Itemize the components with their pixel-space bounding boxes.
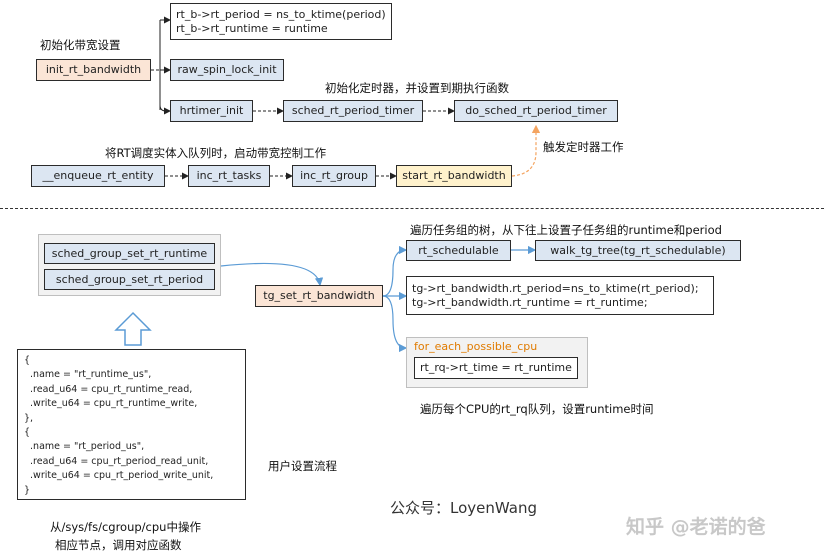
for-each-possible-cpu-label: for_each_possible_cpu bbox=[414, 340, 538, 353]
label-init-timer: 初始化定时器，并设置到期执行函数 bbox=[325, 81, 509, 95]
bottom-connectors bbox=[220, 245, 537, 353]
rt-b-runtime-line: rt_b->rt_runtime = runtime bbox=[176, 21, 328, 35]
raw-spin-lock-init-box: raw_spin_lock_init bbox=[170, 59, 284, 81]
label-cgroup-line1: 从/sys/fs/cgroup/cpu中操作 bbox=[50, 520, 201, 534]
do-sched-rt-period-timer-box: do_sched_rt_period_timer bbox=[454, 100, 618, 122]
init-rt-bandwidth-box: init_rt_bandwidth bbox=[36, 59, 151, 81]
tg-period-line: tg->rt_bandwidth.rt_period=ns_to_ktime(r… bbox=[412, 281, 699, 295]
enqueue-rt-entity-box: __enqueue_rt_entity bbox=[31, 165, 165, 187]
label-enqueue: 将RT调度实体入队列时，启动带宽控制工作 bbox=[105, 146, 327, 160]
up-arrow bbox=[114, 311, 152, 346]
label-cpu-rq: 遍历每个CPU的rt_rq队列，设置runtime时间 bbox=[420, 402, 654, 416]
rt-schedulable-box: rt_schedulable bbox=[406, 240, 511, 261]
label-cgroup-line2: 相应节点，调用对应函数 bbox=[55, 538, 182, 552]
top-connectors bbox=[151, 16, 455, 180]
label-walk-tree: 遍历任务组的树，从下往上设置子任务组的runtime和period bbox=[410, 223, 722, 237]
walk-tg-tree-box: walk_tg_tree(tg_rt_schedulable) bbox=[535, 240, 741, 261]
rt-b-period-line: rt_b->rt_period = ns_to_ktime(period) bbox=[176, 7, 386, 21]
label-init-bandwidth: 初始化带宽设置 bbox=[40, 38, 121, 52]
tg-set-rt-bandwidth-box: tg_set_rt_bandwidth bbox=[255, 285, 383, 307]
tg-runtime-line: tg->rt_bandwidth.rt_runtime = rt_runtime… bbox=[412, 295, 648, 309]
tg-bandwidth-assign-box: tg->rt_bandwidth.rt_period=ns_to_ktime(r… bbox=[406, 276, 714, 315]
hrtimer-init-box: hrtimer_init bbox=[170, 100, 253, 122]
label-user-flow: 用户设置流程 bbox=[268, 459, 337, 473]
sched-group-set-rt-runtime-box: sched_group_set_rt_runtime bbox=[44, 243, 215, 264]
author-label: 公众号：LoyenWang bbox=[390, 499, 537, 517]
trigger-arrow bbox=[511, 124, 541, 177]
label-trigger-timer: 触发定时器工作 bbox=[543, 140, 624, 154]
section-divider bbox=[0, 208, 824, 209]
rt-b-assign-box: rt_b->rt_period = ns_to_ktime(period) rt… bbox=[170, 3, 392, 40]
inc-rt-tasks-box: inc_rt_tasks bbox=[188, 165, 270, 187]
inc-rt-group-box: inc_rt_group bbox=[292, 165, 376, 187]
cgroup-cftype-code-box: { .name = "rt_runtime_us", .read_u64 = c… bbox=[17, 349, 246, 500]
sched-rt-period-timer-box: sched_rt_period_timer bbox=[283, 100, 423, 122]
start-rt-bandwidth-box: start_rt_bandwidth bbox=[396, 165, 512, 187]
watermark: 知乎 @老诺的爸 bbox=[626, 516, 766, 538]
sched-group-set-rt-period-box: sched_group_set_rt_period bbox=[44, 269, 215, 290]
rt-rq-time-box: rt_rq->rt_time = rt_runtime bbox=[414, 357, 578, 379]
